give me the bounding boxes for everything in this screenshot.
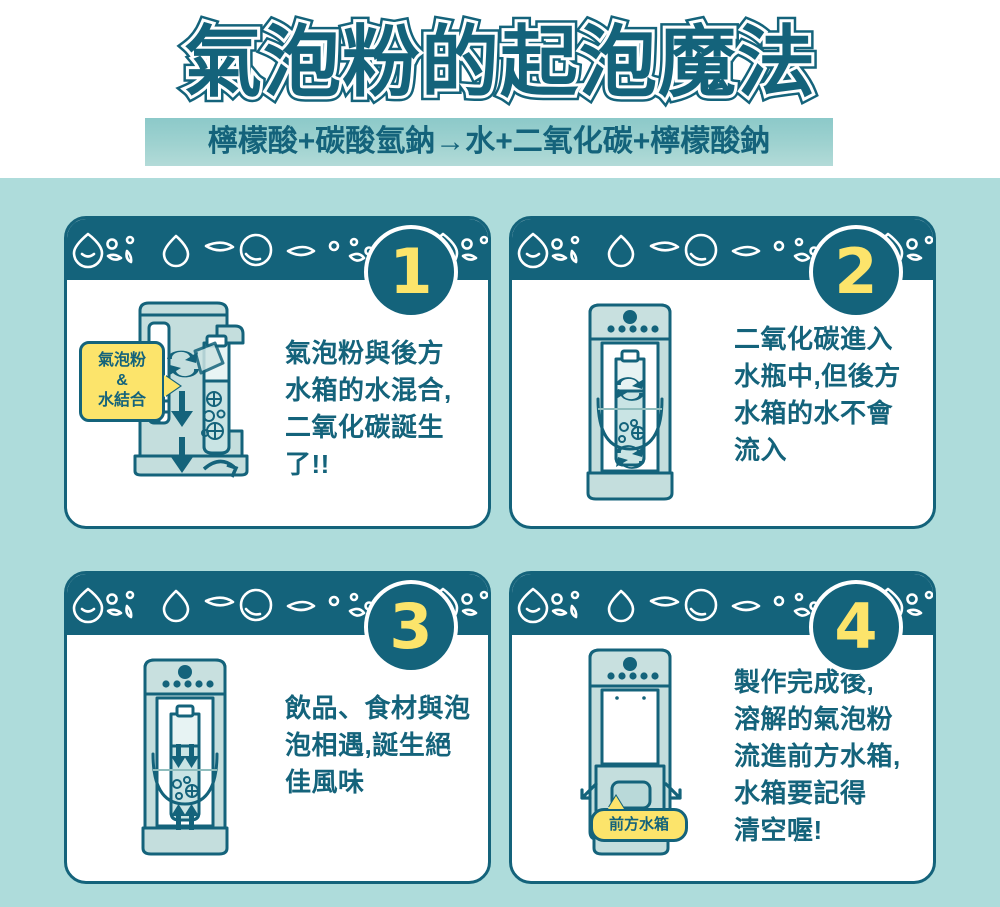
soda-machine-side-illustration xyxy=(133,301,249,478)
panel-body-1: 氣泡粉 & 水結合 氣泡粉與後方 水箱的水混合, 二氧化碳誕生 了!! xyxy=(67,281,488,526)
step-caption-3: 飲品、食材與泡 泡相遇,誕生絕 佳風味 xyxy=(285,693,471,797)
bubble-decoration-icon xyxy=(72,587,488,624)
step-number-4: 4 xyxy=(834,590,878,663)
step-caption-2: 二氧化碳進入 水瓶中,但後方 水箱的水不會 流入 xyxy=(734,324,901,465)
step-panel-2[interactable]: 2 xyxy=(509,216,936,529)
outward-arrow-icon xyxy=(580,782,682,800)
step-caption-1: 氣泡粉與後方 水箱的水混合, 二氧化碳誕生 了!! xyxy=(285,338,452,479)
down-arrow-icon xyxy=(171,744,199,768)
step-caption-4: 製作完成後, 溶解的氣泡粉 流進前方水箱, 水箱要記得 清空喔! xyxy=(734,667,901,845)
panel-body-3: 飲品、食材與泡 泡相遇,誕生絕 佳風味 xyxy=(67,636,488,881)
step-panel-3[interactable]: 3 xyxy=(64,571,491,884)
up-arrow-icon xyxy=(171,804,199,830)
chemical-equation-subtitle: 檸檬酸+碳酸氫鈉→水+二氧化碳+檸檬酸鈉 xyxy=(207,125,771,158)
control-buttons-icon xyxy=(607,657,659,680)
callout-soda-powder-water: 氣泡粉 & 水結合 xyxy=(79,341,180,422)
step-number-badge-2: 2 xyxy=(809,225,903,319)
page-title-white-stroke: 氣泡粉的起泡魔法 xyxy=(181,15,818,109)
step-panel-1[interactable]: 1 xyxy=(64,216,491,529)
page-header: 氣泡粉的起泡魔法 氣泡粉的起泡魔法 氣泡粉的起泡魔法 檸檬酸+碳酸氫鈉→水+二氧… xyxy=(0,0,1000,178)
control-buttons-icon xyxy=(607,310,659,333)
step-number-1: 1 xyxy=(389,235,433,308)
page-title-outline: 氣泡粉的起泡魔法 xyxy=(178,13,820,112)
panel-body-4: 前方水箱 製作完成後, 溶解的氣泡粉 流進前方水箱, 水箱要記得 清空喔! xyxy=(512,636,933,881)
steps-board: 1 xyxy=(0,178,1000,907)
circulation-arrow-icon xyxy=(616,377,644,469)
callout-1-tail xyxy=(164,375,180,397)
step-number-badge-3: 3 xyxy=(364,580,458,674)
circulation-arrow-icon xyxy=(167,350,199,378)
curved-arrow-icon xyxy=(202,459,239,478)
callout-4-tail xyxy=(608,796,624,809)
indicator-dots-icon xyxy=(615,696,646,700)
control-buttons-icon xyxy=(162,665,214,688)
panel-body-2: 二氧化碳進入 水瓶中,但後方 水箱的水不會 流入 xyxy=(512,281,933,526)
bubble-decoration-icon xyxy=(517,232,933,269)
step-number-2: 2 xyxy=(834,235,878,308)
soda-machine-front-illustration-2 xyxy=(586,303,674,501)
page-title: 氣泡粉的起泡魔法 xyxy=(183,18,816,106)
callout-1-text: 氣泡粉 & 水結合 xyxy=(79,341,165,422)
soda-machine-front-illustration-3 xyxy=(141,658,229,856)
soda-machine-front-illustration-4 xyxy=(580,648,682,856)
callout-front-water-tank: 前方水箱 xyxy=(590,796,688,842)
step-number-badge-4: 4 xyxy=(809,580,903,674)
step-number-3: 3 xyxy=(389,590,433,663)
step-number-badge-1: 1 xyxy=(364,225,458,319)
subtitle-band xyxy=(145,118,833,166)
callout-4-text: 前方水箱 xyxy=(590,808,688,842)
down-arrow-icon xyxy=(171,391,193,473)
step-panel-4[interactable]: 4 xyxy=(509,571,936,884)
